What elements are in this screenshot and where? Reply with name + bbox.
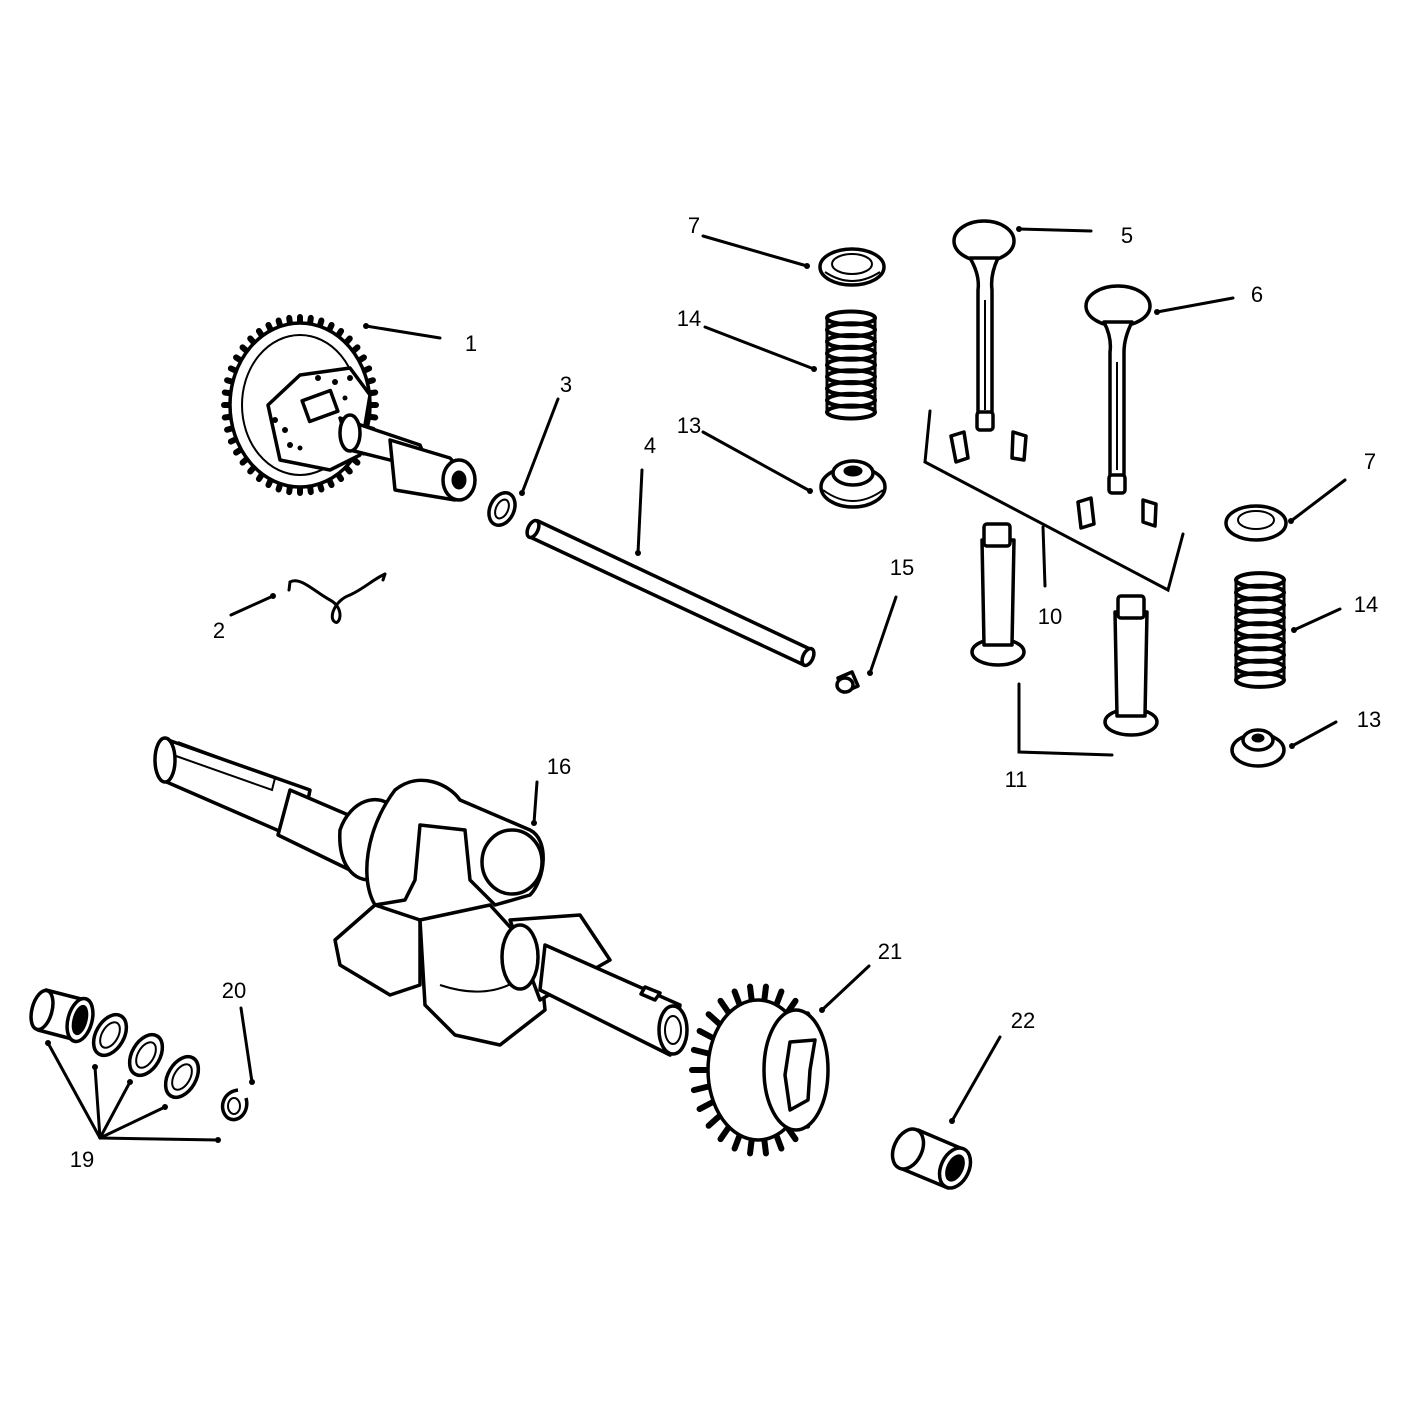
tappets-part[interactable] xyxy=(970,522,1159,757)
camshaft-washer-part[interactable] xyxy=(484,489,520,530)
callout-21: 21 xyxy=(878,939,902,964)
callout-13-top: 13 xyxy=(677,413,701,438)
valve-retainer-top-part[interactable] xyxy=(818,247,886,287)
callout-3: 3 xyxy=(560,372,572,397)
valve-spring-right-part[interactable] xyxy=(1234,571,1286,689)
valve-keepers-part[interactable] xyxy=(923,409,1185,593)
callout-22: 22 xyxy=(1011,1008,1035,1033)
spring-clip-part[interactable] xyxy=(287,572,387,624)
bearing-shims-part[interactable] xyxy=(27,988,205,1103)
callout-11: 11 xyxy=(1005,767,1028,792)
callout-7-right: 7 xyxy=(1364,449,1376,474)
callout-14-right: 14 xyxy=(1354,592,1378,617)
spring-cap-top-part[interactable] xyxy=(819,459,887,509)
camshaft-gear-part[interactable] xyxy=(221,314,477,502)
camshaft-pin-part[interactable] xyxy=(525,518,817,668)
retaining-ring-part[interactable] xyxy=(220,1088,249,1122)
callout-20: 20 xyxy=(222,978,246,1003)
callout-6: 6 xyxy=(1251,282,1263,307)
plug-part[interactable] xyxy=(835,670,860,694)
callout-2: 2 xyxy=(213,618,225,643)
callout-10: 10 xyxy=(1038,604,1062,629)
callout-16: 16 xyxy=(547,754,571,779)
callout-1: 1 xyxy=(465,331,477,356)
callout-19: 19 xyxy=(70,1147,94,1172)
leader-lines xyxy=(45,226,1347,1143)
callout-4: 4 xyxy=(644,433,656,458)
callout-15: 15 xyxy=(890,555,914,580)
crankshaft-gear-part[interactable] xyxy=(689,983,830,1157)
callout-5: 5 xyxy=(1121,223,1133,248)
crankshaft-part[interactable] xyxy=(153,736,689,1057)
valve-5-part[interactable] xyxy=(952,219,1016,432)
needle-bearing-part[interactable] xyxy=(886,1124,976,1193)
valve-6-part[interactable] xyxy=(1084,284,1152,495)
valve-spring-top-part[interactable] xyxy=(825,309,877,421)
callout-13-right: 13 xyxy=(1357,707,1381,732)
valve-retainer-right-part[interactable] xyxy=(1224,504,1288,542)
callout-14-top: 14 xyxy=(677,306,701,331)
callout-7-top: 7 xyxy=(688,213,700,238)
spring-cap-right-part[interactable] xyxy=(1230,728,1286,768)
callout-labels: 1 2 3 4 5 6 7 7 10 11 13 13 14 14 15 16 … xyxy=(70,213,1381,1172)
